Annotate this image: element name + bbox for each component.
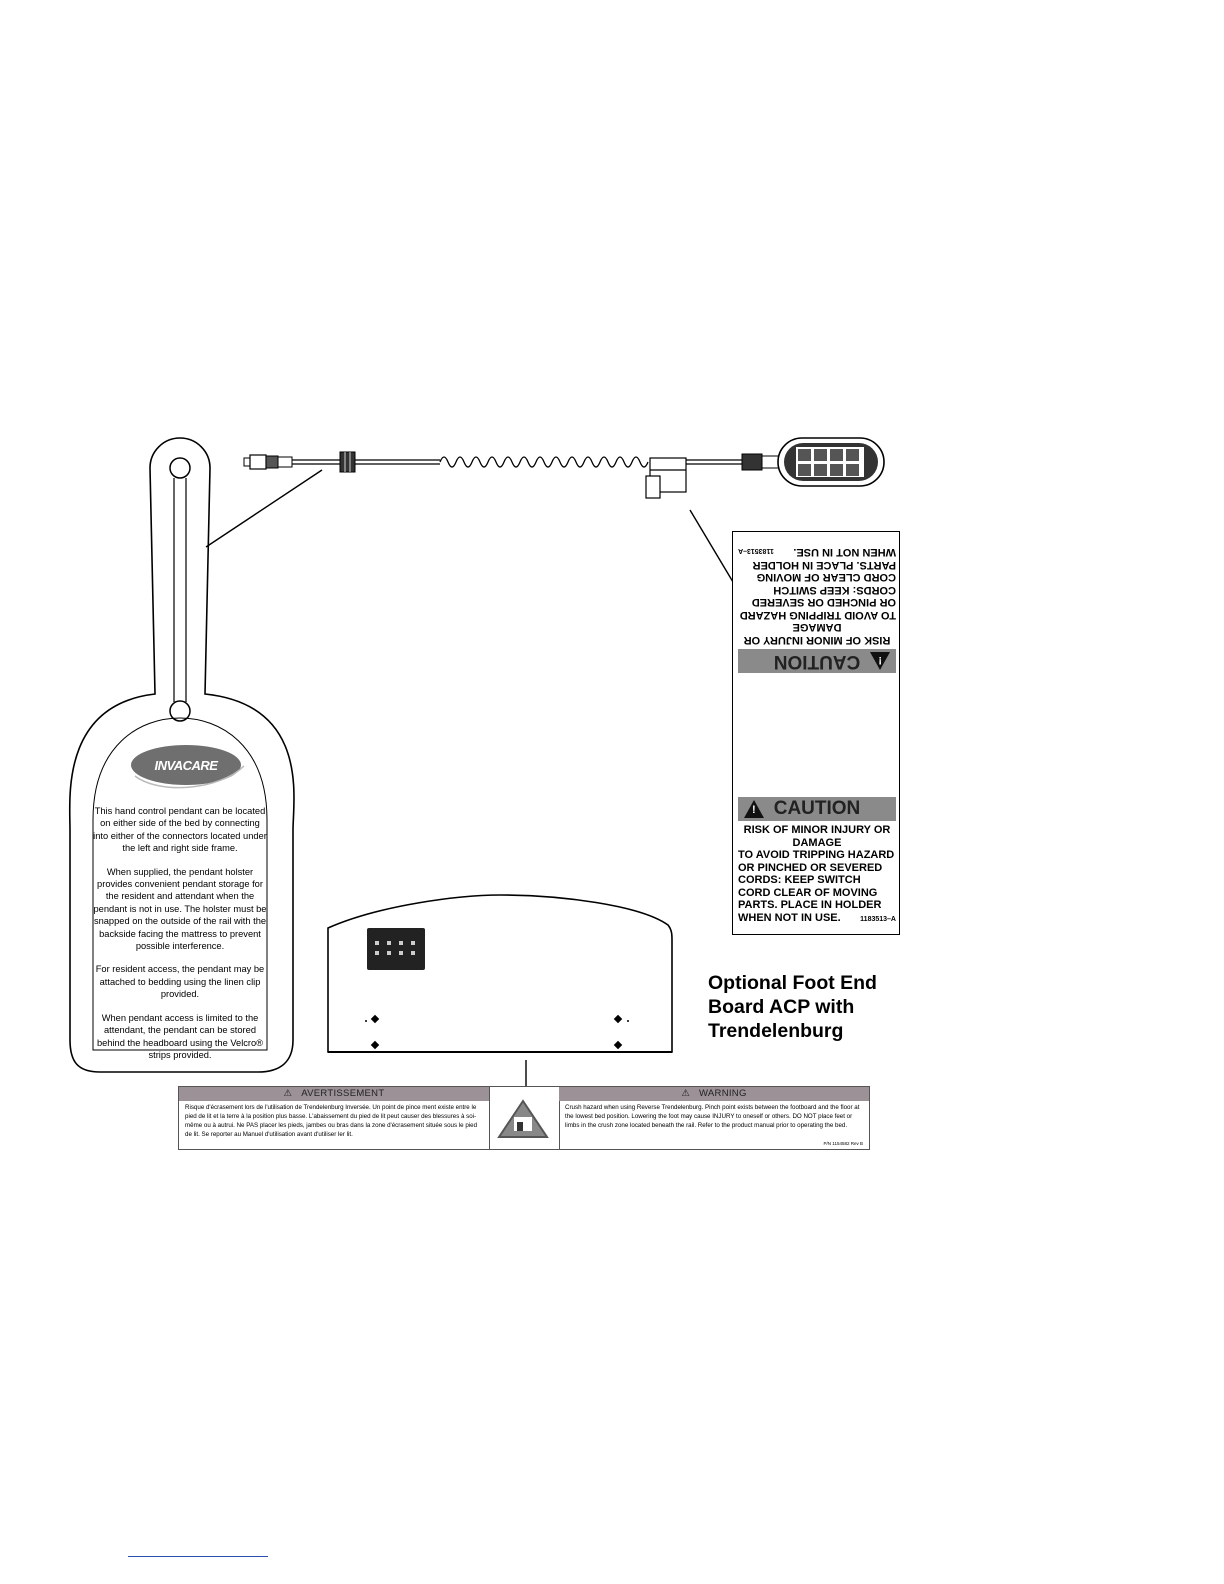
crush-hazard-pictogram — [489, 1087, 560, 1149]
invacare-logo-text: INVACARE — [154, 758, 218, 773]
caution-risk-text: RISK OF MINOR INJURY OR DAMAGE — [743, 824, 891, 849]
warning-english-header: WARNING — [698, 1088, 747, 1099]
warning-french-header: AVERTISSEMENT — [301, 1088, 385, 1099]
caution-header-text: CAUTION — [773, 651, 861, 672]
hanger-inner-frame — [92, 717, 268, 1051]
caution-body-text: TO AVOID TRIPPING HAZARD OR PINCHED OR S… — [739, 546, 896, 622]
caution-header-text: CAUTION — [773, 798, 861, 819]
warning-french-text: Risque d'écrasement lors de l'utilisatio… — [185, 1104, 478, 1138]
hanger-top-hole — [169, 457, 191, 479]
foot-end-board — [327, 894, 673, 1053]
caution-label: ! CAUTION RISK OF MINOR INJURY OR DAMAGE… — [732, 531, 900, 935]
optional-footboard-title: Optional Foot End Board ACP with Trendel… — [708, 972, 877, 1042]
acp-control-panel — [367, 928, 425, 970]
caution-block-upright: ! CAUTION RISK OF MINOR INJURY OR DAMAGE… — [738, 797, 896, 924]
linen-clip — [645, 457, 687, 499]
warning-english-column: ⚠ WARNING Crush hazard when using Revers… — [559, 1087, 869, 1149]
footer-link-rule — [128, 1556, 268, 1557]
hanger-paragraph: When pendant access is limited to the at… — [96, 1012, 264, 1060]
warning-label-strip: ⚠ AVERTISSEMENT Risque d'écrasement lors… — [178, 1086, 870, 1150]
warning-part-number: P/N 1154582 Rev B — [823, 1141, 863, 1146]
hanger-bottom-hole — [169, 700, 191, 722]
hand-pendant — [777, 437, 885, 487]
caution-body-text: TO AVOID TRIPPING HAZARD OR PINCHED OR S… — [738, 849, 895, 924]
coiled-cord — [439, 456, 649, 468]
caution-block-inverted: ! CAUTION RISK OF MINOR INJURY OR DAMAGE… — [738, 546, 896, 673]
hanger-instructions: This hand control pendant can be located… — [92, 805, 268, 1072]
leader-line-hanger — [205, 469, 323, 548]
leader-line-caution — [689, 509, 734, 583]
warning-french-column: ⚠ AVERTISSEMENT Risque d'écrasement lors… — [179, 1087, 490, 1149]
caution-part-number: 1183513–A — [860, 916, 896, 923]
caution-risk-text: RISK OF MINOR INJURY OR DAMAGE — [743, 621, 891, 647]
invacare-logo — [131, 745, 241, 785]
crush-hazard-icon — [497, 1099, 549, 1138]
hanger-paragraph: For resident access, the pendant may be … — [95, 964, 265, 1000]
warning-english-text: Crush hazard when using Reverse Trendele… — [565, 1104, 860, 1129]
pendant-cord — [243, 451, 440, 473]
hanger-paragraph: When supplied, the pendant holster provi… — [93, 866, 267, 952]
hanger-paragraph: This hand control pendant can be located… — [93, 806, 267, 854]
